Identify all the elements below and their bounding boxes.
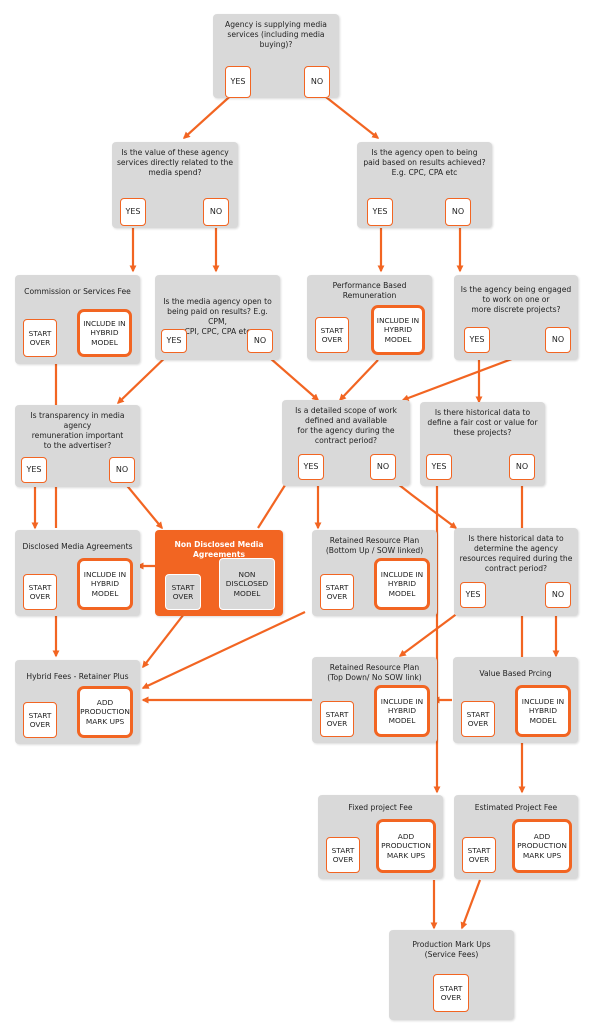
hybrid-title: Hybrid Fees - Retainer Plus bbox=[26, 672, 129, 681]
perf-include-hybrid-button[interactable]: INCLUDE IN HYBRID MODEL bbox=[371, 305, 425, 355]
q1-text: Agency is supplying media services (incl… bbox=[225, 20, 327, 49]
q9-text: Is there historical data to determine th… bbox=[459, 534, 573, 573]
q4-yes-button[interactable]: YES bbox=[161, 329, 187, 353]
nondisclosed-model-button[interactable]: NON DISCLOSED MODEL bbox=[219, 558, 275, 610]
fixed-start-over-button[interactable]: START OVER bbox=[326, 837, 360, 873]
node-q8-historical-cost: Is there historical data to define a fai… bbox=[420, 402, 545, 486]
hybrid-start-over-button[interactable]: START OVER bbox=[23, 702, 57, 738]
commission-title: Commission or Services Fee bbox=[24, 287, 131, 296]
node-hybrid-fees: Hybrid Fees - Retainer Plus START OVER A… bbox=[15, 660, 140, 744]
commission-include-hybrid-button[interactable]: INCLUDE IN HYBRID MODEL bbox=[77, 309, 132, 357]
q2-no-button[interactable]: NO bbox=[203, 198, 229, 226]
node-q5-discrete-projects: Is the agency being engaged to work on o… bbox=[454, 275, 578, 360]
value-title: Value Based Prcing bbox=[479, 669, 552, 678]
production-start-over-button[interactable]: START OVER bbox=[433, 974, 469, 1012]
node-q2-value-related: Is the value of these agency services di… bbox=[112, 142, 238, 228]
arrow-perf-to-q7 bbox=[339, 359, 379, 402]
retained-bu-start-over-button[interactable]: START OVER bbox=[320, 574, 354, 610]
retained-td-include-hybrid-button[interactable]: INCLUDE IN HYBRID MODEL bbox=[374, 685, 430, 737]
value-include-hybrid-button[interactable]: INCLUDE IN HYBRID MODEL bbox=[515, 685, 571, 737]
retained-bu-include-hybrid-button[interactable]: INCLUDE IN HYBRID MODEL bbox=[374, 558, 430, 610]
arrow-nondisclosed-to-hybrid bbox=[142, 613, 185, 669]
line-q7-to-nondisclosed bbox=[257, 481, 288, 529]
q5-no-button[interactable]: NO bbox=[545, 327, 571, 353]
hybrid-add-production-button[interactable]: ADD PRODUCTION MARK UPS bbox=[77, 686, 133, 738]
production-title: Production Mark Ups (Service Fees) bbox=[412, 940, 491, 959]
q4-text: Is the media agency open to being paid o… bbox=[163, 297, 272, 336]
q6-yes-button[interactable]: YES bbox=[21, 457, 47, 483]
arrow-q1-yes-to-q2 bbox=[182, 89, 238, 139]
node-value-based-pricing: Value Based Prcing START OVER INCLUDE IN… bbox=[453, 657, 578, 743]
q7-yes-button[interactable]: YES bbox=[298, 454, 324, 480]
node-production-mark-ups: Production Mark Ups (Service Fees) START… bbox=[389, 930, 514, 1020]
arrow-retained-bu-to-hybrid bbox=[141, 611, 306, 689]
q8-no-button[interactable]: NO bbox=[509, 454, 535, 480]
node-q4-paid-on-results: Is the media agency open to being paid o… bbox=[155, 275, 280, 360]
retained-td-title: Retained Resource Plan (Top Down/ No SOW… bbox=[327, 663, 422, 682]
retained-td-start-over-button[interactable]: START OVER bbox=[320, 701, 354, 737]
perf-title: Performance Based Remuneration bbox=[332, 281, 407, 300]
node-performance-based: Performance Based Remuneration START OVE… bbox=[307, 275, 432, 360]
q8-text: Is there historical data to define a fai… bbox=[427, 408, 538, 437]
q9-no-button[interactable]: NO bbox=[545, 582, 571, 608]
estimated-title: Estimated Project Fee bbox=[474, 803, 558, 812]
q8-yes-button[interactable]: YES bbox=[426, 454, 452, 480]
nondisclosed-title: Non Disclosed Media Agreements bbox=[174, 540, 264, 559]
q6-no-button[interactable]: NO bbox=[109, 457, 135, 483]
node-retained-bottom-up: Retained Resource Plan (Bottom Up / SOW … bbox=[312, 530, 437, 616]
node-q1-media-services: Agency is supplying media services (incl… bbox=[213, 14, 339, 98]
q2-text: Is the value of these agency services di… bbox=[116, 148, 234, 177]
perf-start-over-button[interactable]: START OVER bbox=[315, 317, 349, 353]
node-fixed-project-fee: Fixed project Fee START OVER ADD PRODUCT… bbox=[318, 795, 443, 879]
nondisclosed-start-over-button[interactable]: START OVER bbox=[165, 574, 201, 610]
q3-yes-button[interactable]: YES bbox=[367, 198, 393, 226]
estimated-start-over-button[interactable]: START OVER bbox=[462, 837, 496, 873]
q1-no-button[interactable]: NO bbox=[304, 66, 330, 98]
disclosed-include-hybrid-button[interactable]: INCLUDE IN HYBRID MODEL bbox=[77, 558, 133, 610]
q5-yes-button[interactable]: YES bbox=[464, 327, 490, 353]
estimated-add-production-button[interactable]: ADD PRODUCTION MARK UPS bbox=[512, 819, 572, 873]
fixed-add-production-button[interactable]: ADD PRODUCTION MARK UPS bbox=[376, 819, 436, 873]
q6-text: Is transparency in media agency remunera… bbox=[30, 411, 125, 450]
disclosed-title: Disclosed Media Agreements bbox=[22, 542, 133, 551]
q4-no-button[interactable]: NO bbox=[247, 329, 273, 353]
node-commission-services-fee: Commission or Services Fee START OVER IN… bbox=[15, 275, 140, 364]
q2-yes-button[interactable]: YES bbox=[120, 198, 146, 226]
node-disclosed-media: Disclosed Media Agreements START OVER IN… bbox=[15, 530, 140, 616]
q3-no-button[interactable]: NO bbox=[445, 198, 471, 226]
node-non-disclosed-media: Non Disclosed Media Agreements START OVE… bbox=[155, 530, 283, 616]
node-estimated-project-fee: Estimated Project Fee START OVER ADD PRO… bbox=[454, 795, 578, 879]
node-retained-top-down: Retained Resource Plan (Top Down/ No SOW… bbox=[312, 657, 437, 743]
q3-text: Is the agency open to being paid based o… bbox=[363, 148, 486, 177]
node-q6-transparency: Is transparency in media agency remunera… bbox=[15, 405, 140, 487]
node-q3-results-based: Is the agency open to being paid based o… bbox=[357, 142, 492, 228]
disclosed-start-over-button[interactable]: START OVER bbox=[23, 574, 57, 610]
arrow-estimated-to-production bbox=[460, 879, 482, 930]
q5-text: Is the agency being engaged to work on o… bbox=[460, 285, 572, 314]
q7-no-button[interactable]: NO bbox=[370, 454, 396, 480]
arrow-q6-no-to-nondisclosed bbox=[123, 481, 163, 530]
q9-yes-button[interactable]: YES bbox=[460, 582, 486, 608]
value-start-over-button[interactable]: START OVER bbox=[461, 701, 495, 737]
node-q7-scope-of-work: Is a detailed scope of work defined and … bbox=[282, 400, 410, 486]
q7-text: Is a detailed scope of work defined and … bbox=[295, 406, 397, 445]
commission-start-over-button[interactable]: START OVER bbox=[23, 319, 57, 357]
node-q9-historical-resources: Is there historical data to determine th… bbox=[454, 528, 578, 616]
retained-bu-title: Retained Resource Plan (Bottom Up / SOW … bbox=[325, 536, 424, 555]
q1-yes-button[interactable]: YES bbox=[225, 66, 251, 98]
arrow-q1-no-to-q3 bbox=[316, 89, 380, 139]
fixed-title: Fixed project Fee bbox=[348, 803, 413, 812]
